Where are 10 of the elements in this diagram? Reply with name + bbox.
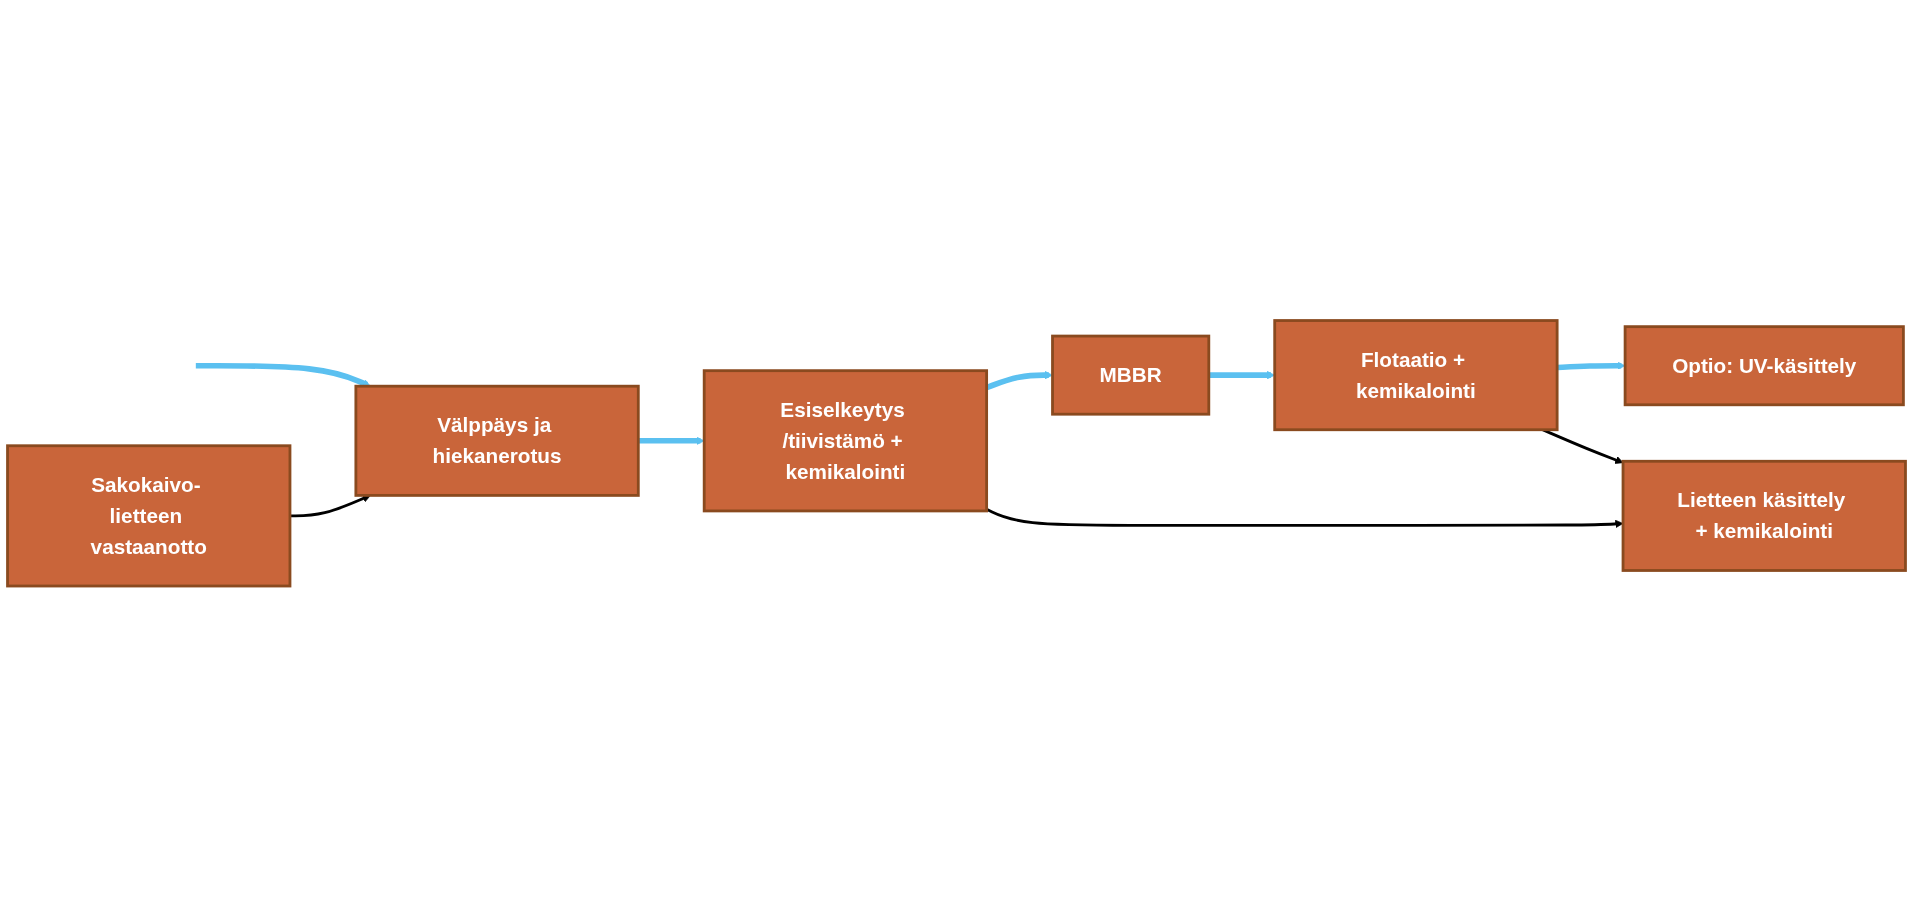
- node-box: Sakokaivo- lietteen vastaanotto: [6, 444, 292, 588]
- arrow: [638, 436, 705, 445]
- node-box: Flotaatio + kemikalointi: [1273, 318, 1559, 431]
- node-box: MBBR: [1051, 334, 1211, 416]
- node-box: Lietteen käsittely + kemikalointi: [1621, 459, 1907, 572]
- arrow: [195, 362, 371, 387]
- node-box: Optio: UV-käsittely: [1623, 324, 1905, 406]
- node-box: Esiselkeytys /tiivistämö + kemikalointi: [702, 368, 989, 513]
- node-box: Välppäys ja hiekanerotus: [354, 384, 640, 497]
- arrow: [986, 507, 1624, 528]
